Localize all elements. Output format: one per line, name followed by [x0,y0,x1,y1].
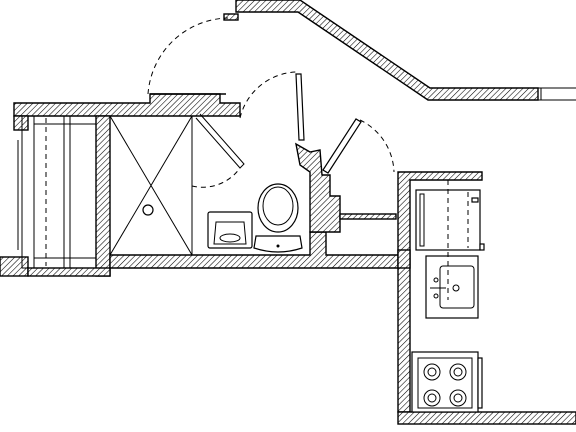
door-shower-swing [191,167,241,188]
stove [411,351,483,413]
toilet-handle [276,244,280,248]
toilet-seat [262,186,294,226]
closet [17,115,96,269]
shower [109,115,193,256]
kitchen-bottom-wall [397,411,576,425]
door-top-swing [147,17,229,95]
left-jamb-top [13,115,29,131]
kitchen-faucet-knob-2 [433,293,439,299]
door-closet-swing [359,119,395,173]
shower-diagonal-2 [109,115,193,256]
bath-sink [207,211,253,249]
kitchen-sink-drain [452,284,460,292]
bath-bottom-wall [109,231,401,269]
bath-sink-body [207,211,253,249]
kitchen-appliance [415,189,485,251]
stove-body [411,351,479,413]
wall-stub-top [223,13,239,21]
door-closet-leaf [322,118,362,174]
doors [147,17,395,188]
appliance-knob-top [471,197,479,203]
bath-right-wall [295,142,341,233]
closet-bottom-wall [27,267,111,277]
stove-burner-4 [449,389,467,407]
shower-drain [142,204,154,216]
kitchen-sink [425,255,479,319]
bath-sink-basin [213,221,247,245]
door-shower-leaf [195,113,245,169]
stove-burner-3 [423,389,441,407]
exterior-wall-top [235,0,539,101]
bath-top-wall [13,93,241,117]
door-bath-swing [239,71,297,119]
stove-top [417,357,473,409]
appliance-knob [479,243,485,251]
kitchen-sink-basin [439,265,475,309]
kitchen-faucet-knob-1 [433,277,439,283]
kitchen-wall-stub [397,249,411,269]
bath-sink-drain [219,233,241,243]
stove-burner-1 [423,363,441,381]
door-bath-leaf [295,73,305,141]
appliance-edge [419,193,425,247]
shower-tray [109,115,193,256]
stove-knobs [477,357,483,409]
stove-burner-2 [449,363,467,381]
closet-slider-frame [21,115,35,269]
toilet-tank [253,235,303,253]
closet-wall-stub [339,213,397,220]
toilet [253,183,303,253]
kitchen-sink-counter [425,255,479,319]
exterior-wall-top-end [538,87,576,101]
closet-wall [95,115,111,277]
left-jamb-bottom [0,256,29,277]
